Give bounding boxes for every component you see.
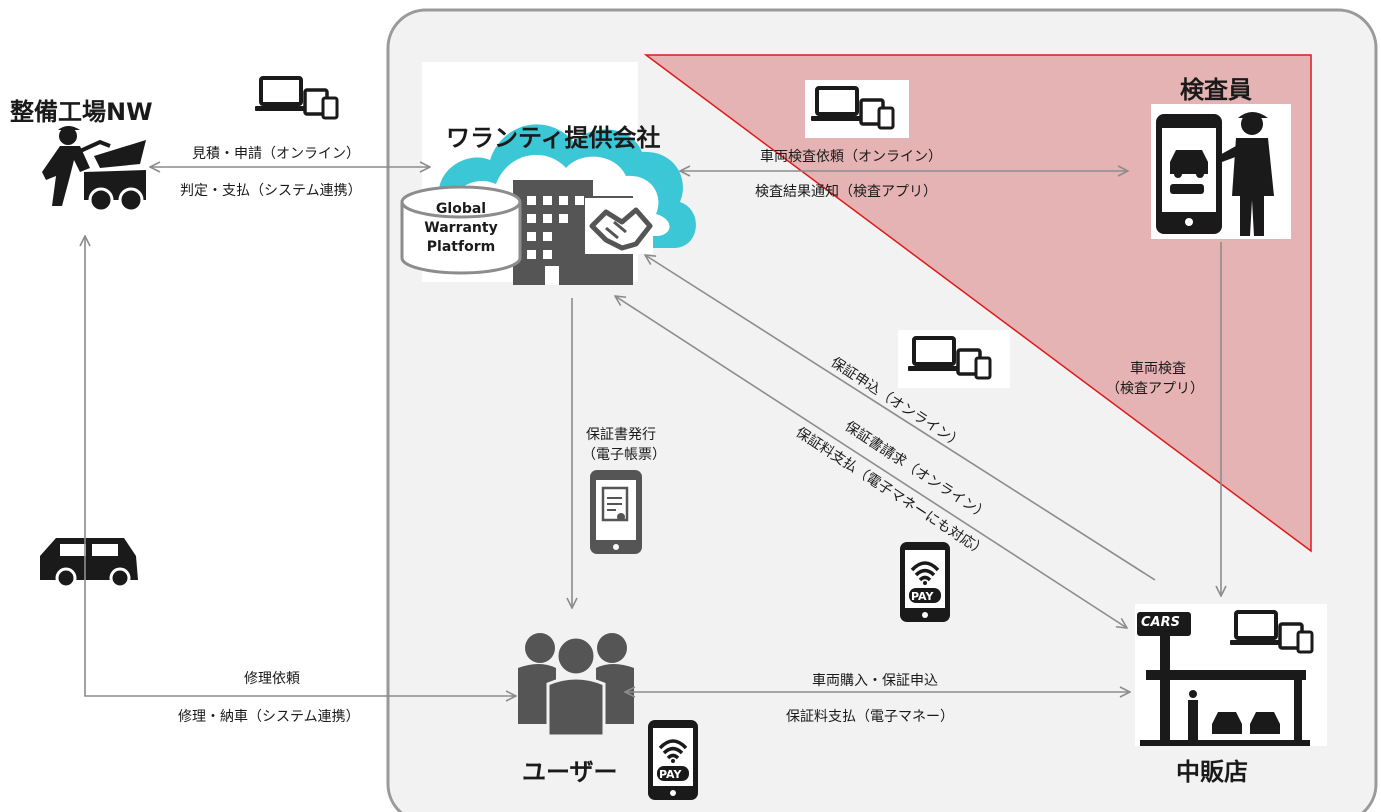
inspector-person-icon — [1218, 112, 1274, 236]
handshake-icon — [585, 198, 653, 254]
pay-phone-icon — [646, 718, 700, 802]
label-vehicle-inspection-2: （検査アプリ） — [1106, 381, 1204, 397]
label-certificate-issue-2: （電子帳票） — [582, 447, 666, 463]
platform-line-2: Warranty — [424, 220, 498, 236]
dealer-shop-icon — [1137, 612, 1310, 746]
users-group-icon — [518, 633, 634, 738]
platform-line-1: Global — [435, 201, 487, 217]
label-inspection-result: 検査結果通知（検査アプリ） — [755, 184, 937, 200]
inspector-title: 検査員 — [1180, 76, 1252, 104]
label-vehicle-inspection-1: 車両検査 — [1130, 361, 1186, 377]
dealer-title: 中販店 — [1176, 758, 1248, 786]
inspection-phone-icon — [1156, 114, 1222, 234]
label-repair-delivery: 修理・納車（システム連携） — [178, 709, 360, 725]
pay-label: PAY — [659, 768, 682, 781]
label-certificate-issue-1: 保証書発行 — [586, 427, 656, 443]
label-fee-emoney: 保証料支払（電子マネー） — [786, 709, 954, 725]
provider-title: ワランティ提供会社 — [446, 124, 661, 152]
user-title: ユーザー — [522, 758, 618, 786]
label-judge: 判定・支払（システム連携） — [180, 183, 362, 199]
certificate-phone-icon — [590, 470, 642, 554]
pay-label: PAY — [911, 590, 934, 603]
arrow-certificate-request — [615, 296, 1127, 628]
arrow-repair — [85, 236, 516, 696]
platform-line-3: Platform — [426, 239, 496, 255]
maintenance-shop-title: 整備工場NW — [10, 98, 153, 126]
pay-phone-icon — [898, 540, 952, 624]
label-repair-request: 修理依頼 — [244, 671, 300, 687]
mechanic-icon — [42, 126, 146, 213]
label-purchase: 車両購入・保証申込 — [812, 673, 938, 689]
label-estimate: 見積・申請（オンライン） — [192, 146, 360, 162]
label-inspection-request: 車両検査依頼（オンライン） — [760, 149, 942, 165]
dealer-sign-text: CARS — [1141, 615, 1180, 630]
car-icon — [40, 538, 138, 589]
platform-label: Global Warranty Platform — [406, 200, 516, 257]
